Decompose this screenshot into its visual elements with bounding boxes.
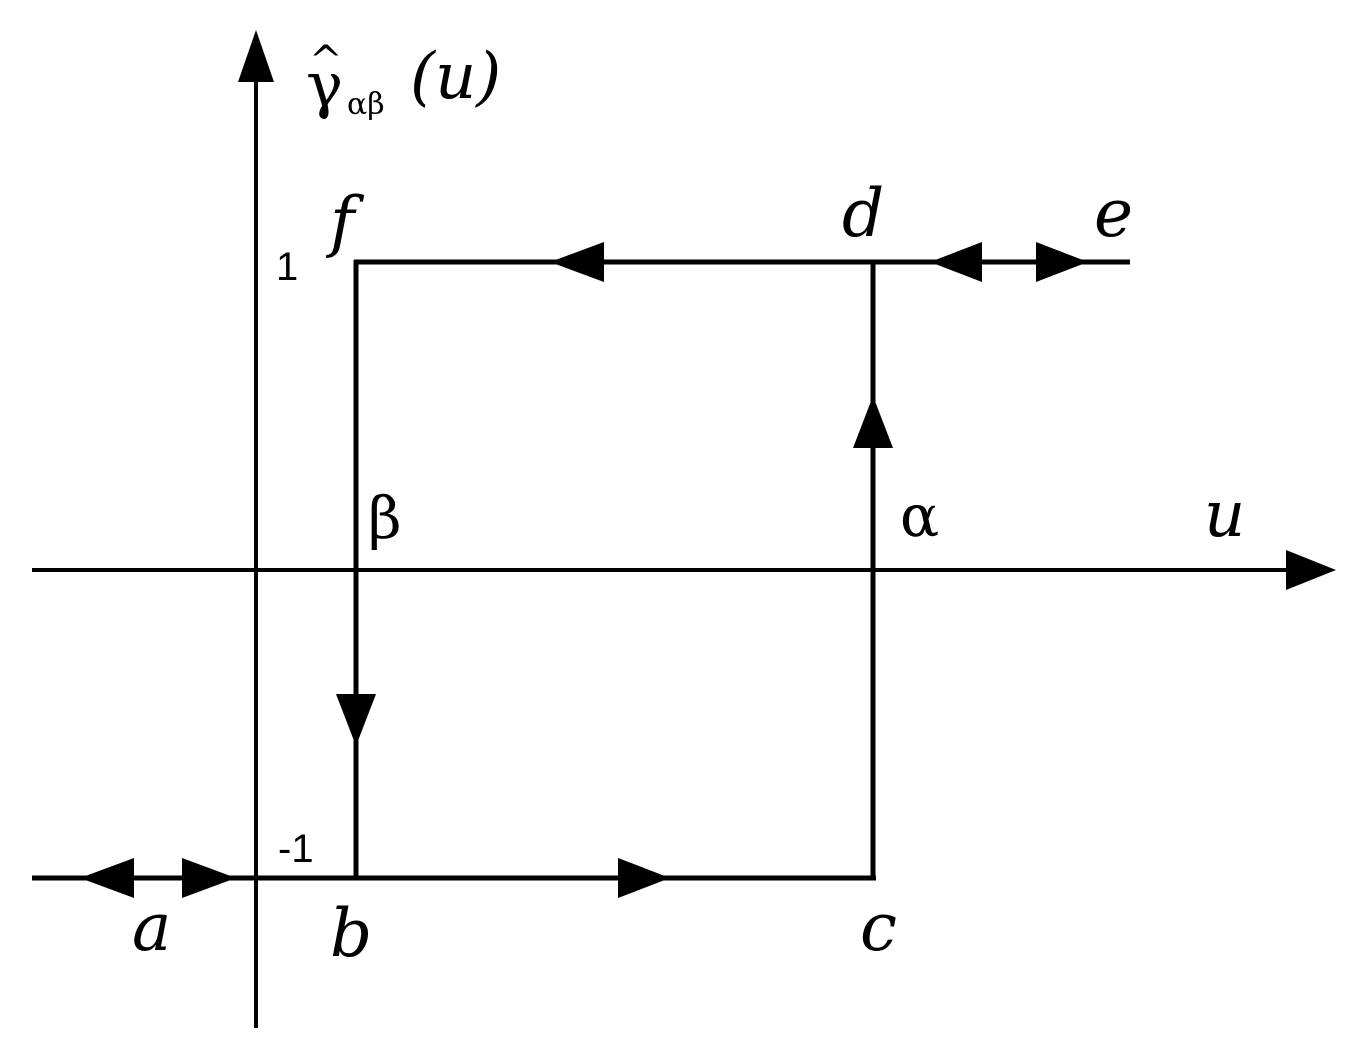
direction-arrows <box>80 242 1088 898</box>
arrow-upper-left <box>550 242 604 282</box>
point-label-b: b <box>330 895 372 972</box>
arrow-lower-right <box>618 858 670 898</box>
arrow-e-left <box>930 242 982 282</box>
y-tick-one: 1 <box>276 245 298 289</box>
threshold-alpha-label: α <box>900 482 939 550</box>
y-axis-label-symbol: γ <box>306 48 343 121</box>
point-label-d: d <box>842 175 884 252</box>
arrow-left-down <box>336 694 376 746</box>
threshold-beta-label: β <box>368 484 402 552</box>
point-label-a: a <box>132 889 171 966</box>
arrow-a-right <box>182 858 236 898</box>
arrow-a-left <box>80 858 134 898</box>
axes <box>32 30 1336 1028</box>
point-label-f: f <box>325 183 365 260</box>
x-axis-label: u <box>1204 478 1245 552</box>
y-axis-label: γ ^ αβ (u) <box>306 38 501 122</box>
point-label-c: c <box>860 889 897 966</box>
y-axis-arrowhead <box>238 30 274 82</box>
y-axis-label-subscript: αβ <box>347 87 385 122</box>
y-tick-minus-one: -1 <box>278 827 314 871</box>
x-axis-arrowhead <box>1286 550 1336 590</box>
y-axis-label-hat: ^ <box>309 38 343 84</box>
arrow-e-right <box>1036 242 1088 282</box>
arrow-right-up <box>853 396 893 448</box>
y-axis-label-argument: (u) <box>410 40 501 114</box>
point-label-e: e <box>1094 175 1133 252</box>
